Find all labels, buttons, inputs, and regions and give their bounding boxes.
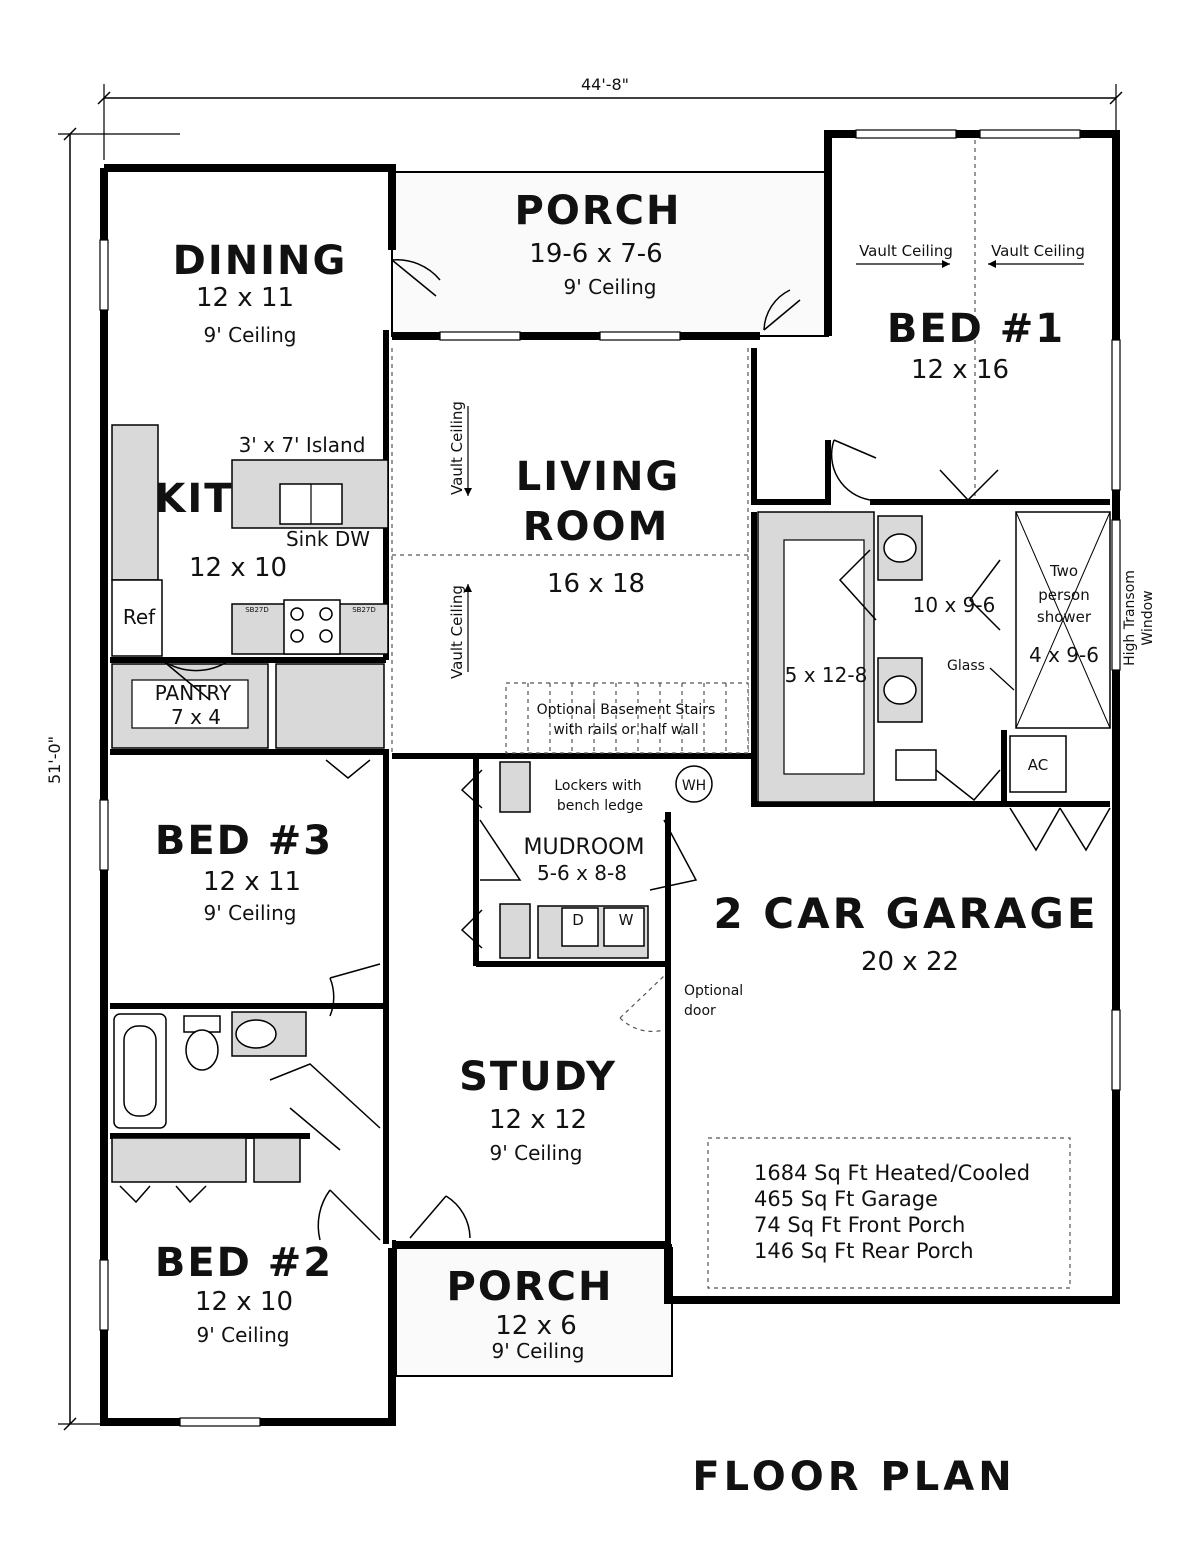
bed1-vault-right: Vault Ceiling [991,242,1085,260]
pantry: PANTRY 7 x 4 [155,681,232,729]
stairs-line1: Optional Basement Stairs [537,702,716,718]
front-porch-ceiling: 9' Ceiling [492,1339,585,1363]
shower-size: 4 x 9-6 [1029,643,1099,667]
kitchen-title: KIT [154,476,233,522]
garage: 2 CAR GARAGE 20 x 22 Optional door [684,889,1098,1019]
stat-front-porch: 74 Sq Ft Front Porch [754,1213,965,1237]
square-footage-notes: 1684 Sq Ft Heated/Cooled 465 Sq Ft Garag… [754,1161,1030,1263]
washer-label: W [619,911,634,929]
rear-porch-ceiling: 9' Ceiling [564,275,657,299]
bed2-size: 12 x 10 [195,1287,293,1317]
stairs-note: Optional Basement Stairs with rails or h… [537,702,716,738]
stat-garage: 465 Sq Ft Garage [754,1187,938,1211]
shower-line1: Two [1049,562,1078,580]
island-label: 3' x 7' Island [239,433,366,457]
appliance-label-left: SB27D [245,606,269,614]
dashed-lines [391,140,1071,1289]
water-heater-label: WH [682,778,706,794]
dryer-label: D [572,911,584,929]
pantry-title: PANTRY [155,681,232,705]
lockers-note: Lockers with bench ledge WH [554,778,706,814]
stairs-line2: with rails or half wall [553,722,698,738]
ref-label: Ref [123,605,156,629]
study-room: STUDY 12 x 12 9' Ceiling [459,1054,617,1165]
sink-dw-label: Sink DW [286,527,370,551]
rear-porch-size: 19-6 x 7-6 [529,239,662,269]
stat-heated: 1684 Sq Ft Heated/Cooled [754,1161,1030,1185]
closet-size: 5 x 12-8 [785,663,868,687]
master-bath-size: 10 x 9-6 [913,593,996,617]
optional-door-line2: door [684,1003,716,1019]
living-title-line2: ROOM [523,504,670,550]
shower-line2: person [1038,586,1089,604]
glass-label: Glass [947,658,985,674]
living-vault-top: Vault Ceiling [448,401,466,495]
closet-shelving [275,663,385,749]
bed1-room: Vault Ceiling Vault Ceiling BED #1 12 x … [856,242,1085,385]
overall-width-label: 44'-8" [581,75,629,94]
pantry-size: 7 x 4 [171,705,221,729]
interior-walls [110,330,1110,1247]
lockers-line1: Lockers with [554,778,641,794]
rear-porch-title: PORCH [515,188,682,234]
overall-depth-label: 51'-0" [45,736,64,784]
optional-door-line1: Optional [684,983,743,999]
kitchen-fixtures [111,424,389,657]
master-bath: 10 x 9-6 5 x 12-8 Two person shower 4 x … [785,562,1156,691]
study-size: 12 x 12 [489,1105,587,1135]
transom-window-line1: High Transom [1122,570,1138,666]
bed3-ceiling: 9' Ceiling [204,901,297,925]
study-title: STUDY [459,1054,617,1100]
garage-size: 20 x 22 [861,947,959,977]
bed1-size: 12 x 16 [911,355,1009,385]
front-porch-size: 12 x 6 [495,1311,577,1341]
bed3-room: BED #3 12 x 11 9' Ceiling [155,818,333,925]
door-swings [119,259,1111,1241]
bed1-title: BED #1 [887,306,1065,352]
mudroom: MUDROOM 5-6 x 8-8 D W [524,835,645,929]
kitchen: 3' x 7' Island KIT Sink DW 12 x 10 Ref S… [123,433,376,629]
front-porch-title: PORCH [447,1264,614,1310]
bed2-room: BED #2 12 x 10 9' Ceiling [155,1240,333,1347]
living-title-line1: LIVING [516,454,681,500]
mudroom-title: MUDROOM [524,835,645,860]
ac-label: AC [1028,756,1048,774]
dining-room: DINING 12 x 11 9' Ceiling [173,238,348,347]
garage-title: 2 CAR GARAGE [713,889,1098,938]
bed3-title: BED #3 [155,818,333,864]
dining-size: 12 x 11 [196,283,294,313]
windows [99,129,1121,1427]
kitchen-size: 12 x 10 [189,553,287,583]
dimension-lines [58,84,1123,1431]
front-porch: PORCH 12 x 6 9' Ceiling [447,1264,614,1363]
living-size: 16 x 18 [547,569,645,599]
shower-line3: shower [1037,608,1092,626]
floor-plan-title: FLOOR PLAN [692,1454,1015,1500]
bed3-size: 12 x 11 [203,867,301,897]
dining-title: DINING [173,238,348,284]
lockers-line2: bench ledge [557,798,643,814]
dining-ceiling: 9' Ceiling [204,323,297,347]
hall-bath-fixtures [111,1011,307,1183]
living-vault-bottom: Vault Ceiling [448,585,466,679]
stat-rear-porch: 146 Sq Ft Rear Porch [754,1239,974,1263]
bed2-ceiling: 9' Ceiling [197,1323,290,1347]
rear-porch: PORCH 19-6 x 7-6 9' Ceiling [515,188,682,299]
appliance-label-right: SB27D [352,606,376,614]
basement-stairs [505,682,749,754]
mudroom-size: 5-6 x 8-8 [537,861,627,885]
transom-window-line2: Window [1140,590,1156,645]
bed1-vault-left: Vault Ceiling [859,242,953,260]
rear-porch-slab [391,171,829,337]
study-ceiling: 9' Ceiling [490,1141,583,1165]
mudroom-fixtures [499,761,713,959]
living-room: Vault Ceiling LIVING ROOM 16 x 18 Vault … [448,401,681,679]
bed2-title: BED #2 [155,1240,333,1286]
master-bath-fixtures [757,511,1111,803]
